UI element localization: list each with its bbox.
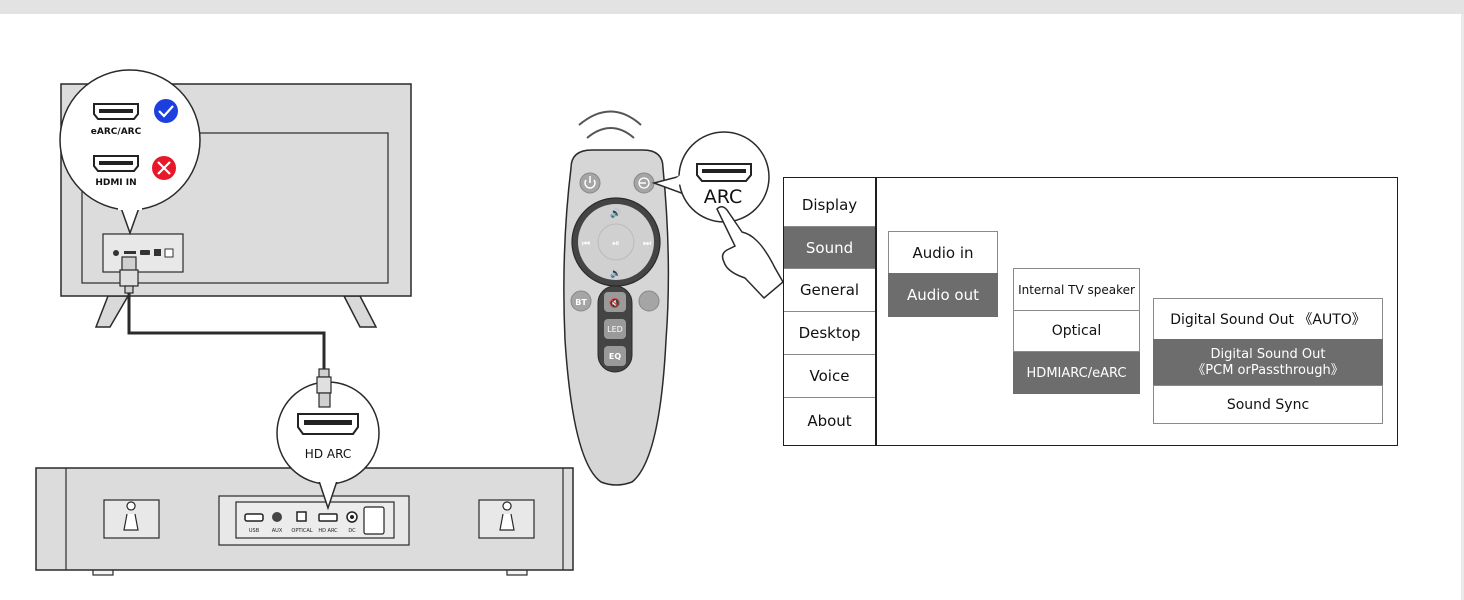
remote-callout: ARC <box>651 131 770 223</box>
option-digital-sound-out-pcm[interactable]: Digital Sound Out 《PCM orPassthrough》 <box>1153 339 1383 386</box>
optical-port <box>296 511 307 522</box>
submenu-audio-out[interactable]: Audio out <box>888 273 998 317</box>
wall-mount-right <box>478 499 535 539</box>
pointing-hand-icon <box>716 206 784 300</box>
earc-label: eARC/ARC <box>91 127 142 137</box>
eq-label: EQ <box>609 352 621 361</box>
top-bar <box>0 0 1464 14</box>
tv-port-square <box>154 249 161 256</box>
menu-column-separator <box>875 178 877 445</box>
menu-item-voice[interactable]: Voice <box>784 355 875 398</box>
soundbar-hdmi-plug <box>316 368 332 408</box>
led-button[interactable]: LED <box>604 319 626 339</box>
soundbar: USB AUX OPTICAL HD ARC DC HD ARC <box>35 368 574 576</box>
hd-arc-port-icon <box>297 413 359 435</box>
hdmi-in-port-icon <box>93 155 139 172</box>
option-optical[interactable]: Optical <box>1013 310 1140 352</box>
usb-port <box>244 513 264 522</box>
port-label-usb: USB <box>249 528 260 534</box>
aux-port <box>272 512 282 522</box>
option-pcm-line1: Digital Sound Out <box>1210 346 1326 362</box>
svg-text:🔊: 🔊 <box>610 207 621 219</box>
hd-arc-port <box>318 513 338 522</box>
submenu-audio-in[interactable]: Audio in <box>888 231 998 274</box>
soundbar-callout: HD ARC <box>276 381 380 511</box>
svg-text:⏮: ⏮ <box>582 239 590 249</box>
svg-text:🔇: 🔇 <box>609 297 620 309</box>
right-edge <box>1461 14 1464 600</box>
option-sound-sync[interactable]: Sound Sync <box>1153 385 1383 424</box>
hdmi-cable <box>127 292 326 382</box>
menu-item-about[interactable]: About <box>807 412 852 430</box>
earc-port-icon <box>93 103 139 120</box>
option-digital-sound-out-auto[interactable]: Digital Sound Out 《AUTO》 <box>1153 298 1383 340</box>
navigation-ring[interactable]: ⏯ 🔊 🔉 ⏮ ⏭ <box>571 197 661 287</box>
hdmi-in-label: HDMI IN <box>95 178 136 188</box>
menu-item-sound[interactable]: Sound <box>784 227 875 269</box>
eq-button[interactable]: EQ <box>604 346 626 366</box>
arc-label: ARC <box>704 186 743 208</box>
tv-port-slot <box>124 251 136 254</box>
arc-port-icon <box>696 163 752 182</box>
menu-item-desktop[interactable]: Desktop <box>784 312 875 355</box>
svg-text:⏭: ⏭ <box>643 239 651 249</box>
cross-icon <box>152 156 176 180</box>
bt-label: BT <box>575 298 587 307</box>
power-switch <box>363 506 385 535</box>
wall-mount-left <box>103 499 160 539</box>
signal-wave-inner <box>586 127 635 139</box>
bt-button[interactable]: BT <box>570 290 592 312</box>
tv-port-hdmi <box>140 250 150 255</box>
option-hdmi-arc-earc[interactable]: HDMIARC/eARC <box>1013 352 1140 394</box>
tv-left-leg <box>94 295 130 328</box>
tv-hdmi-plug <box>119 256 139 294</box>
led-label: LED <box>607 325 623 334</box>
mute-button[interactable]: 🔇 <box>604 292 626 312</box>
blank-button[interactable] <box>638 290 660 312</box>
tv-port-jack <box>113 250 119 256</box>
tv-callout: eARC/ARC HDMI IN <box>59 69 201 236</box>
menu-item-general[interactable]: General <box>784 269 875 312</box>
port-label-dc: DC <box>348 528 356 534</box>
input-button[interactable] <box>633 172 655 194</box>
port-label-hd-arc: HD ARC <box>318 528 338 534</box>
tv: eARC/ARC HDMI IN <box>59 69 412 382</box>
option-pcm-line2: 《PCM orPassthrough》 <box>1192 362 1344 378</box>
svg-text:🔉: 🔉 <box>610 269 621 279</box>
hd-arc-label: HD ARC <box>305 447 351 461</box>
tv-right-leg <box>342 295 378 328</box>
tv-port-optical <box>164 248 174 258</box>
signal-wave-outer <box>578 110 642 126</box>
port-label-aux: AUX <box>272 528 283 534</box>
port-label-optical: OPTICAL <box>291 528 312 534</box>
power-button[interactable] <box>579 172 601 194</box>
menu-item-display[interactable]: Display <box>784 184 875 227</box>
remote: ⏯ 🔊 🔉 ⏮ ⏭ BT 🔇 LED EQ <box>563 110 784 486</box>
svg-text:⏯: ⏯ <box>612 239 619 249</box>
check-icon <box>154 99 178 123</box>
option-internal-tv-speaker[interactable]: Internal TV speaker <box>1013 268 1140 311</box>
